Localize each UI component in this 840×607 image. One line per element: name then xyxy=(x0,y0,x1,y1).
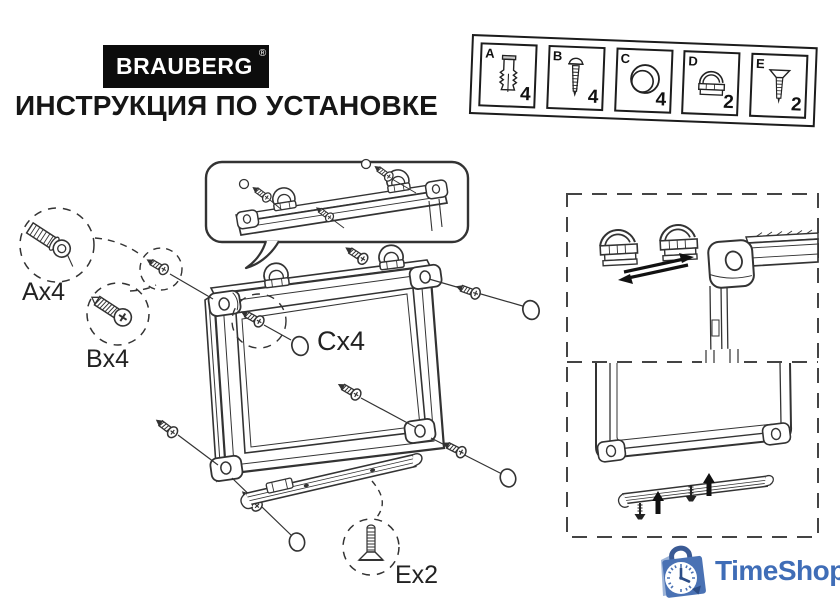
tray-screw-callout xyxy=(342,480,400,576)
corner-bracket-bottom-left xyxy=(209,454,244,482)
part-qty: 4 xyxy=(519,83,532,106)
countersunk-screw-icon xyxy=(767,69,791,104)
part-callouts xyxy=(19,207,312,359)
wall-anchor-icon xyxy=(498,54,518,92)
part-qty: 2 xyxy=(722,91,735,114)
pan-head-screw-icon xyxy=(568,57,584,97)
part-letter: E xyxy=(755,55,766,72)
part-letter: D xyxy=(688,53,699,69)
registered-mark: ® xyxy=(258,48,267,59)
pen-tray xyxy=(240,453,423,510)
wall-anchor xyxy=(24,219,84,268)
label-tray-screw-qty: Ex2 xyxy=(395,561,438,589)
timeshop-logo-icon xyxy=(661,545,706,598)
label-screw-qty: Bx4 xyxy=(86,345,129,373)
label-cap-qty: Cx4 xyxy=(317,326,365,356)
corner-mounts xyxy=(151,278,543,554)
part-letter: A xyxy=(484,45,495,61)
pen-tray-detail xyxy=(617,474,775,508)
brand-name: BRAUBERG xyxy=(116,53,253,79)
brauberg-logo: BRAUBERG ® xyxy=(103,45,269,88)
part-letter: B xyxy=(552,48,563,64)
corner-bracket-top-left xyxy=(207,289,242,317)
d-ring-right xyxy=(376,243,406,271)
parts-legend-cell-a: A 4 xyxy=(478,42,538,109)
frame-corner-detail xyxy=(707,229,819,363)
slide-direction-arrows xyxy=(618,253,694,284)
parts-legend: A 4 B 4 C 4 xyxy=(468,34,818,128)
watermark-text: TimeShop xyxy=(715,555,840,586)
whiteboard xyxy=(204,241,446,483)
detail-hanger-sliding xyxy=(598,223,819,363)
d-ring-left xyxy=(261,261,291,289)
detail-tray-mounting xyxy=(595,348,793,521)
timeshop-watermark: TimeShop xyxy=(651,542,840,600)
part-qty: 4 xyxy=(655,89,667,111)
d-ring-hanger-icon xyxy=(697,70,725,96)
part-letter: C xyxy=(620,50,631,67)
parts-legend-cell-c: C 4 xyxy=(613,47,674,114)
corner-bracket-top-right xyxy=(408,263,443,290)
round-cap-icon xyxy=(630,64,660,94)
hanger-screw xyxy=(341,241,371,267)
page-title: ИНСТРУКЦИЯ ПО УСТАНОВКЕ xyxy=(15,90,439,121)
part-qty: 2 xyxy=(790,94,802,116)
part-qty: 4 xyxy=(587,86,599,108)
mounting-screw xyxy=(86,289,136,331)
label-anchor-qty: Ax4 xyxy=(22,278,65,306)
hanger-callout-balloon xyxy=(204,158,470,270)
detail-panels-border xyxy=(566,193,819,538)
parts-legend-cell-e: E 2 xyxy=(749,52,809,119)
corner-bracket-bottom-right xyxy=(403,418,437,444)
parts-legend-cell-d: D 2 xyxy=(681,50,741,117)
parts-legend-cell-b: B 4 xyxy=(545,44,606,112)
